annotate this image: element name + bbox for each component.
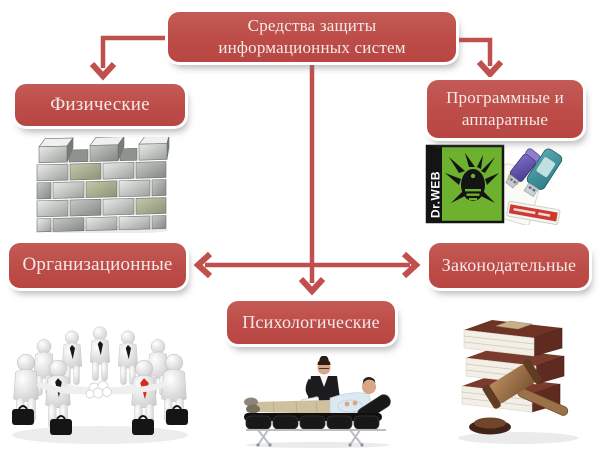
arrowhead-psychological (298, 276, 326, 296)
title-line2: информационных систем (218, 38, 406, 57)
couch-shadow (246, 442, 390, 448)
node-psychological-label: Психологические (242, 311, 380, 332)
node-software-hardware-line2: аппаратные (461, 110, 549, 129)
books-shadow (458, 432, 578, 444)
merlon (89, 137, 125, 162)
wall-bricks (36, 137, 170, 233)
couch-frame (246, 429, 386, 446)
node-software-hardware: Программные и аппаратные (427, 80, 583, 138)
psychologist-session-icon (244, 356, 391, 448)
node-legislative-label: Законодательные (441, 254, 577, 275)
book-title-label (495, 320, 533, 330)
couch (244, 394, 391, 447)
arrowhead-physical (89, 61, 117, 81)
crowd-shadow (12, 426, 188, 444)
node-organizational-label: Организационные (22, 254, 173, 276)
drweb-box: Dr.WEB (425, 144, 505, 224)
merlon (38, 137, 74, 164)
teal-usb-drive (523, 148, 563, 198)
patient-figure (244, 377, 376, 415)
business-team-icon (12, 326, 188, 444)
node-title: Средства защиты информационных систем (168, 12, 456, 62)
law-books-gavel-icon (458, 320, 578, 444)
title-line1: Средства защиты (247, 16, 377, 36)
drweb-logo-text: Dr.WEB (429, 171, 443, 218)
crowd-figures (13, 326, 187, 429)
node-physical-label: Физические (50, 93, 150, 115)
arrowhead-organizational (193, 251, 213, 279)
node-psychological: Психологические (227, 301, 395, 344)
merlon (138, 137, 170, 161)
book-stack (461, 320, 565, 413)
red-license-card (506, 200, 561, 225)
connector-to-software-hardware (455, 37, 493, 66)
gavel (469, 359, 569, 435)
spider-icon (445, 153, 499, 203)
arrowhead-legislative (401, 251, 421, 279)
gavel-head (482, 359, 542, 409)
node-legislative: Законодательные (429, 243, 589, 288)
connector-to-physical (100, 35, 170, 68)
node-physical: Физические (15, 84, 185, 126)
node-software-hardware-line1: Программные и (446, 88, 564, 108)
book (463, 320, 563, 357)
arrowhead-software-hardware (476, 59, 504, 79)
drweb-antivirus-icon: Dr.WEB (425, 144, 563, 225)
node-organizational: Организационные (9, 243, 186, 288)
joined-hands (85, 380, 112, 399)
brick-wall-icon (36, 137, 170, 233)
briefcases (12, 405, 188, 435)
purple-usb-drive (505, 148, 541, 189)
